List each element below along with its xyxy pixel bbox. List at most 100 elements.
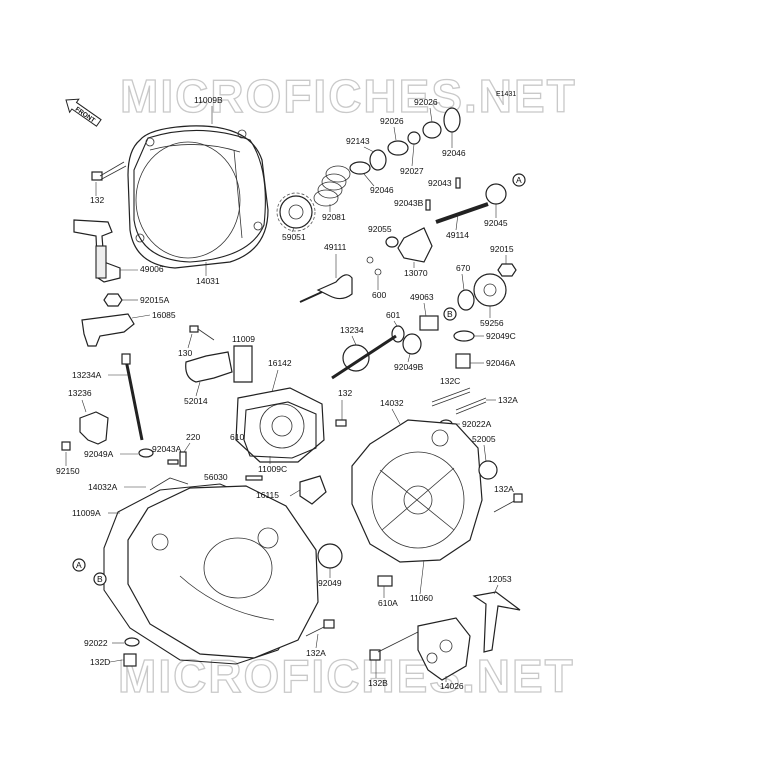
watermark-top: MICROFICHES.NET: [120, 70, 577, 122]
pump-body-16142: [235, 387, 325, 463]
label-14032A: 14032A: [88, 482, 118, 492]
pin-92043: [455, 177, 461, 189]
lever-13236: [79, 411, 109, 445]
kick-shaft-49006: [73, 219, 121, 283]
label-92150: 92150: [56, 466, 80, 476]
washer-92026-a: [387, 140, 409, 156]
ratchet-16085: [81, 313, 135, 347]
label-92043A: 92043A: [152, 444, 182, 454]
shaft-49111: [299, 274, 353, 303]
pin-92043B: [425, 199, 431, 211]
crankcase-14032: [351, 419, 483, 563]
bearing-92046-top: [443, 107, 461, 133]
label-92081: 92081: [322, 212, 346, 222]
label-92027: 92027: [400, 166, 424, 176]
label-13234: 13234: [340, 325, 364, 335]
label-132C: 132C: [440, 376, 460, 386]
pipe-52014: [185, 351, 233, 383]
bearing-92045: [485, 183, 507, 205]
washer-92049C: [453, 330, 475, 342]
washer-92022: [124, 637, 140, 647]
gasket-11009A: [103, 483, 305, 665]
label-92022A: 92022A: [462, 419, 492, 429]
bearing-92049B: [402, 333, 422, 355]
shaft-49114: [435, 202, 489, 224]
marker-b-right: B: [443, 307, 457, 321]
label-610A: 610A: [378, 598, 398, 608]
watermark-bottom: MICROFICHES.NET: [118, 650, 575, 702]
oring-670: [457, 289, 475, 311]
label-92026-top: 92026: [414, 97, 438, 107]
ball-600b: [366, 256, 374, 264]
bushing-92046A: [455, 353, 471, 369]
label-610: 610: [230, 432, 244, 442]
label-92046A: 92046A: [486, 358, 516, 368]
plug-16115: [299, 475, 327, 505]
pin-56030: [245, 475, 263, 481]
label-52005: 52005: [472, 434, 496, 444]
bolt-132-mid: [335, 419, 347, 427]
label-16115: 16115: [256, 490, 279, 500]
label-92046-mid: 92046: [370, 185, 394, 195]
collar-601: [391, 325, 405, 343]
marker-b-left: B: [93, 572, 107, 586]
label-92015: 92015: [490, 244, 514, 254]
pin-220: [179, 451, 187, 467]
label-11009B: 11009B: [194, 95, 223, 105]
bearing-92143: [369, 149, 387, 171]
washer-92049A: [138, 448, 154, 458]
label-11009C: 11009C: [258, 464, 287, 474]
shift-shaft-13234A: [121, 353, 144, 441]
label-92046-top: 92046: [442, 148, 466, 158]
oil-seal-52005: [478, 460, 498, 480]
pin-92043A: [167, 459, 179, 465]
marker-a-left: A: [72, 558, 86, 572]
diagram-ref: E1431: [496, 91, 516, 98]
nut-92015: [497, 263, 517, 277]
svg-text:B: B: [447, 309, 453, 319]
label-92143: 92143: [346, 136, 370, 146]
bolt-132A-low: [305, 619, 335, 637]
front-arrow-icon: FRONT: [65, 98, 102, 127]
gasket-11009C: [243, 401, 317, 459]
label-49114: 49114: [446, 230, 469, 240]
label-14031: 14031: [196, 276, 220, 286]
label-600: 600: [372, 290, 386, 300]
bolt-132A-right: [493, 493, 523, 513]
label-132D: 132D: [90, 657, 110, 667]
bolt-132C: [431, 387, 471, 407]
label-49063: 49063: [410, 292, 434, 302]
bolt-92150: [61, 441, 71, 451]
label-132-mid: 132: [338, 388, 352, 398]
pin-610A: [377, 575, 393, 587]
label-132A-mid: 132A: [498, 395, 518, 405]
label-14026: 14026: [440, 681, 464, 691]
pin-49063: [419, 315, 439, 331]
label-132A-right: 132A: [494, 484, 514, 494]
label-132A-low: 132A: [306, 648, 326, 658]
cover-59256: [473, 273, 507, 307]
label-670: 670: [456, 263, 470, 273]
cover-14026: [417, 617, 471, 681]
label-11009A: 11009A: [72, 508, 101, 518]
label-220: 220: [186, 432, 200, 442]
crankcase-cover: [103, 477, 319, 665]
label-92049-low: 92049: [318, 578, 342, 588]
nut-92015A: [103, 293, 123, 307]
ring-92027: [407, 131, 421, 145]
svg-text:B: B: [97, 574, 103, 584]
label-92026-mid: 92026: [380, 116, 404, 126]
marker-a-right: A: [512, 173, 526, 187]
label-13236: 13236: [68, 388, 92, 398]
gear-13234: [331, 334, 397, 380]
plug-132D: [123, 653, 137, 667]
washer-92046-mid: [349, 161, 371, 175]
label-92015A: 92015A: [140, 295, 170, 305]
clutch-cover-14031: [127, 125, 269, 269]
impeller-13070: [397, 227, 433, 263]
label-56030: 56030: [204, 472, 228, 482]
label-52014: 52014: [184, 396, 208, 406]
label-92049C: 92049C: [486, 331, 516, 341]
label-92049B: 92049B: [394, 362, 424, 372]
